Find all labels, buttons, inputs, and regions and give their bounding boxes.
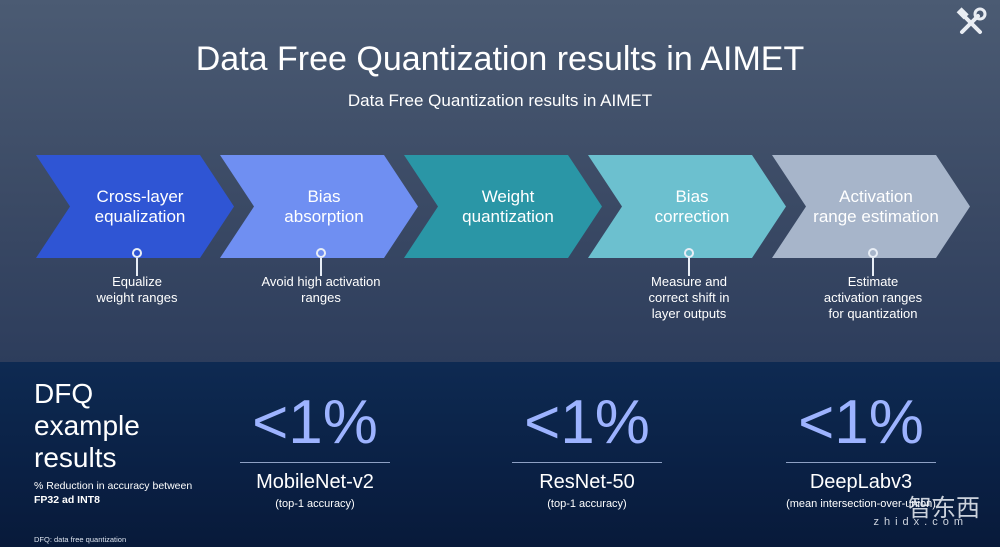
result-value: <1% [798,388,924,457]
step-label: Bias correction [588,155,786,258]
marker-dot-icon [132,248,142,258]
step-note-text: Avoid high activation ranges [261,274,381,305]
model-name: DeepLabv3 [809,471,913,493]
tools-icon[interactable] [954,6,988,40]
results-caption: % Reduction in accuracy between FP32 ad … [34,479,192,507]
results-panel [0,362,1000,547]
step-label-text: Weight quantization [462,186,554,226]
result-resnet: <1% ResNet-50 (top-1 accuracy) [487,388,687,510]
result-value: <1% [524,388,650,457]
result-value: <1% [252,388,378,457]
result-divider [786,462,936,463]
metric-note: (mean intersection-over-union) [786,498,936,510]
step-label: Activation range estimation [772,155,970,258]
metric-note: (top-1 accuracy) [275,498,355,510]
result-deeplab: <1% DeepLabv3 (mean intersection-over-un… [761,388,961,510]
step-chevron: Activation range estimation [772,155,970,258]
step-label: Cross-layer equalization [36,155,234,258]
step-note-text: Measure and correct shift in layer outpu… [648,274,730,321]
result-divider [240,462,390,463]
result-mobilenet: <1% MobileNet-v2 (top-1 accuracy) [215,388,415,510]
marker-line [688,258,690,276]
step-label-text: Activation range estimation [813,186,939,226]
footnote: DFQ: data free quantization [34,535,127,544]
marker-dot-icon [868,248,878,258]
results-heading: DFQ example results [34,378,140,473]
model-name: MobileNet-v2 [256,471,374,493]
step-chevron: Bias correction [588,155,786,258]
marker-dot-icon [684,248,694,258]
step-label: Weight quantization [404,155,602,258]
watermark-logo: 智东西 [908,495,980,522]
caption-line-1: % Reduction in accuracy between [34,480,193,492]
step-chevron: Cross-layer equalization [36,155,234,258]
marker-line [320,258,322,276]
step-note-text: Estimate activation ranges for quantizat… [823,274,923,321]
step-label: Bias absorption [220,155,418,258]
step-chevron: Weight quantization [404,155,602,258]
result-divider [512,462,662,463]
step-chevron: Bias absorption [220,155,418,258]
marker-dot-icon [316,248,326,258]
slide-title: Data Free Quantization results in AIMET [195,40,805,78]
marker-line [872,258,874,276]
watermark-url: zhidx.com [873,516,968,528]
metric-note: (top-1 accuracy) [547,498,627,510]
model-name: ResNet-50 [539,471,635,493]
caption-line-2: FP32 ad INT8 [34,494,100,506]
marker-line [136,258,138,276]
step-label-text: Bias correction [654,186,730,226]
slide-subtitle: Data Free Quantization results in AIMET [347,91,653,110]
step-label-text: Bias absorption [284,186,364,226]
step-label-text: Cross-layer equalization [94,186,186,226]
step-note-text: Equalize weight ranges [96,274,178,305]
